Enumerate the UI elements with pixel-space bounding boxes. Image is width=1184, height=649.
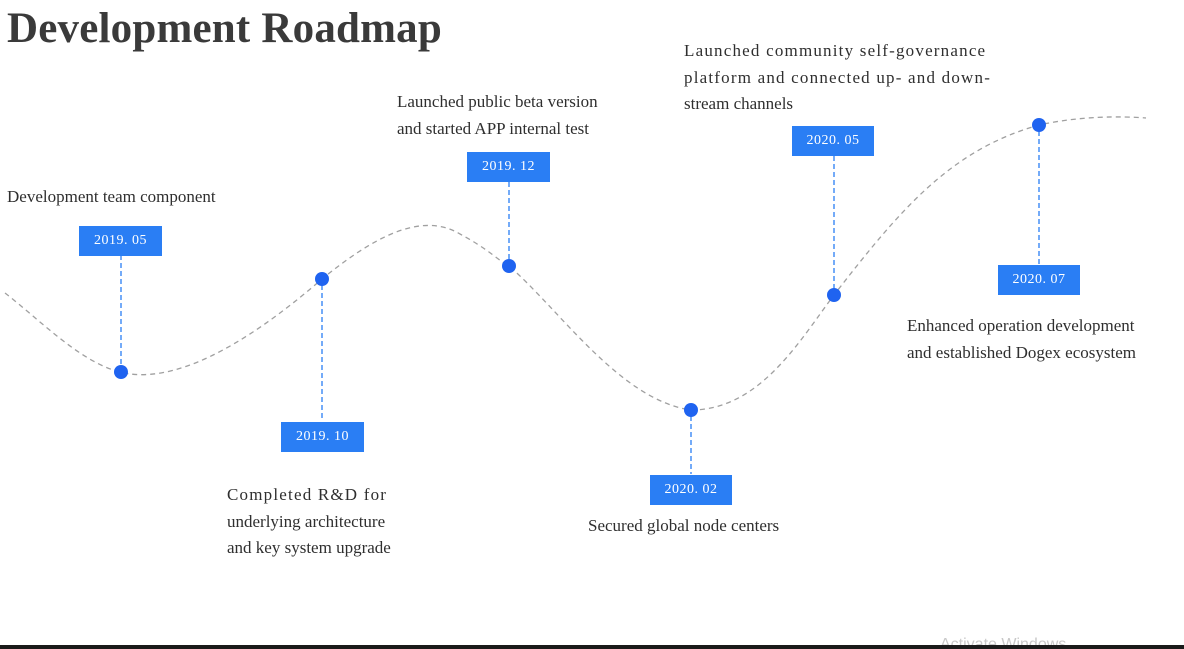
activation-watermark: Activate Windows xyxy=(940,636,1067,645)
milestone-line: and key system upgrade xyxy=(227,538,391,557)
milestone-point xyxy=(315,272,329,286)
milestone-line: Development team component xyxy=(7,187,216,206)
milestone-description: Development team component xyxy=(7,184,216,211)
date-badge: 2020. 07 xyxy=(998,265,1080,295)
date-badge: 2019. 10 xyxy=(281,422,364,452)
milestone-line: Launched community self-governance xyxy=(684,41,987,60)
milestone-point xyxy=(1032,118,1046,132)
date-badge: 2020. 05 xyxy=(792,126,874,156)
milestone-line: Completed R&D for xyxy=(227,485,388,504)
milestone-point xyxy=(502,259,516,273)
taskbar-edge xyxy=(0,645,1184,649)
milestone-point xyxy=(827,288,841,302)
milestone-line: Enhanced operation development xyxy=(907,316,1135,335)
milestone-description: Enhanced operation development and estab… xyxy=(907,313,1136,366)
milestone-line: Secured global node centers xyxy=(588,516,780,535)
date-badge: 2019. 12 xyxy=(467,152,550,182)
milestone-description: Launched public beta version and started… xyxy=(397,89,598,142)
milestone-line: and started APP internal test xyxy=(397,118,590,138)
milestone-description: Launched community self-governance platf… xyxy=(684,38,991,118)
milestone-point xyxy=(114,365,128,379)
date-badge: 2020. 02 xyxy=(650,475,732,505)
page-title: Development Roadmap xyxy=(7,5,442,52)
date-badge: 2019. 05 xyxy=(79,226,162,256)
milestone-description: Secured global node centers xyxy=(588,513,779,540)
milestone-description: Completed R&D for underlying architectur… xyxy=(227,482,391,562)
roadmap-curve xyxy=(4,116,1147,411)
milestone-point xyxy=(684,403,698,417)
milestone-line: stream channels xyxy=(684,94,794,113)
milestone-line: underlying architecture xyxy=(227,511,386,531)
milestone-line: and established Dogex ecosystem xyxy=(907,342,1136,362)
milestone-line: platform and connected up- and down- xyxy=(684,67,992,87)
milestone-line: Launched public beta version xyxy=(397,92,598,111)
